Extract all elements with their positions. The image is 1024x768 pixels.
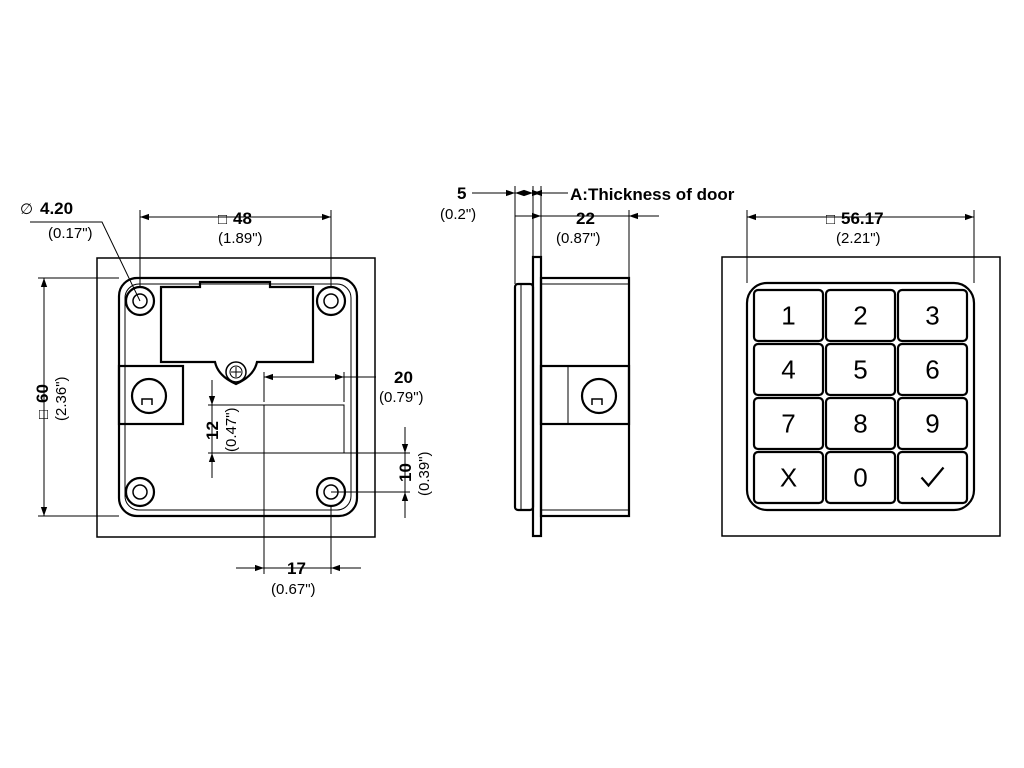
offset-20-value: 20 [394,368,413,387]
square-symbol-vertical: □ [35,410,52,419]
keypad-key-1: 1 [752,288,825,343]
offset-10-value: 10 [396,463,415,482]
keypad-key-confirm [896,450,969,505]
side-view: 5 (0.2") A:Thickness of door 22 (0.87") [440,184,735,538]
keypad-size-value: 56.17 [841,209,884,228]
keypad-key-0: 0 [824,450,897,505]
key-label: 4 [781,355,795,385]
dim-hole-spacing: □ 48 (1.89") [139,209,332,287]
key-label: 1 [781,301,795,331]
dim-depth: 22 (0.87") [515,209,659,278]
offset-20-inch: (0.79") [379,389,424,406]
keypad-key-9: 9 [896,396,969,451]
dim-hole-diameter: ∅ 4.20 (0.17") [20,199,141,302]
key-label: 2 [853,301,867,331]
key-label: 3 [925,301,939,331]
dim-flange: 5 (0.2") A:Thickness of door [440,184,735,284]
dim-keypad-size: □ 56.17 (2.21") [746,209,975,283]
keypad-frame [745,281,976,512]
flange-value: 5 [457,184,466,203]
back-view: ∅ 4.20 (0.17") □ 48 (1.89") □ 60 (2.36") [20,199,433,598]
keypad-key-7: 7 [752,396,825,451]
mounting-hole-bottom-left [124,476,156,508]
square-symbol-keypad: □ [826,211,835,228]
hole-diameter-inch: (0.17") [48,225,93,242]
depth-inch: (0.87") [556,230,601,247]
back-plate-outline [96,257,376,538]
keypad-plate-outline [721,256,1001,537]
dim-offset-20: 20 (0.79") [263,368,424,406]
square-symbol: □ [218,211,227,228]
keypad-key-x: X [752,450,825,505]
keypad-key-2: 2 [824,288,897,343]
door-thickness-note: A:Thickness of door [570,185,735,204]
height-value: 60 [33,384,52,403]
dim-offset-12: 12 (0.47") [203,380,264,478]
key-label: 5 [853,355,867,385]
check-icon [920,466,945,488]
key-label: 9 [925,409,939,439]
dim-offset-17: 17 (0.67") [236,453,361,598]
keypad-view: 1 2 3 4 5 6 7 8 9X 0 □ 56.17 (2.21") [721,209,1001,537]
cover-screw [225,361,247,383]
offset-10-inch: (0.39") [416,451,433,496]
side-flange [531,255,543,538]
side-key-cylinder [539,364,631,426]
dim-offset-10: 10 (0.39") [331,427,433,518]
diameter-symbol: ∅ [20,201,33,218]
back-housing [117,276,359,518]
key-label: 0 [853,463,867,493]
key-label: 7 [781,409,795,439]
key-label: 8 [853,409,867,439]
height-inch: (2.36") [53,376,70,421]
keypad-key-3: 3 [896,288,969,343]
keypad-key-5: 5 [824,342,897,397]
hole-spacing-inch: (1.89") [218,230,263,247]
offset-12-value: 12 [203,421,222,440]
offset-12-inch: (0.47") [223,407,240,452]
mounting-hole-top-right [315,285,347,317]
keypad-size-inch: (2.21") [836,230,881,247]
keypad-keys: 1 2 3 4 5 6 7 8 9X 0 [752,288,969,505]
keypad-key-8: 8 [824,396,897,451]
keypad-key-6: 6 [896,342,969,397]
back-housing-inner [124,283,352,511]
key-cylinder [117,364,185,426]
dim-height: □ 60 (2.36") [33,277,119,517]
hole-spacing-value: 48 [233,209,252,228]
hole-diameter-value: 4.20 [40,199,73,218]
cutout-window [263,404,345,454]
offset-17-inch: (0.67") [271,581,316,598]
flange-inch: (0.2") [440,206,476,223]
offset-17-value: 17 [287,559,306,578]
key-label: X [780,463,797,493]
side-back-housing [513,282,535,512]
depth-value: 22 [576,209,595,228]
key-label: 6 [925,355,939,385]
keypad-key-4: 4 [752,342,825,397]
